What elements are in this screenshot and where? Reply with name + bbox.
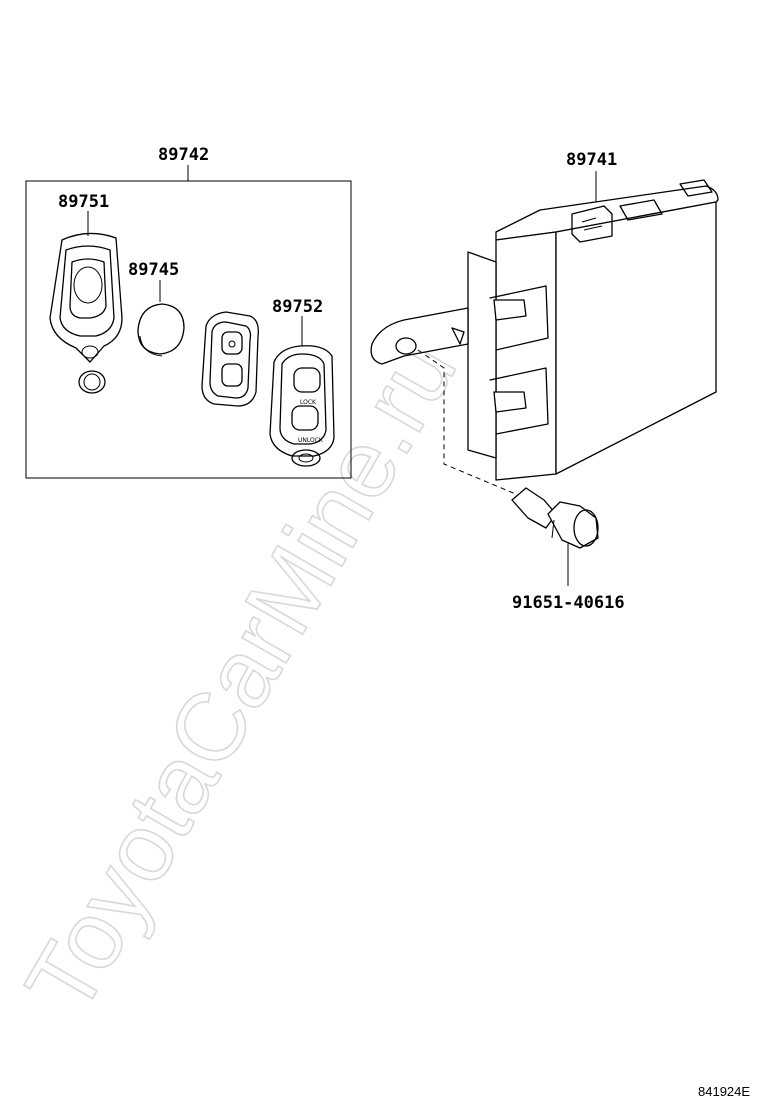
- unlock-button-text: UNLOCK: [298, 437, 324, 444]
- label-transmitter[interactable]: 89752: [272, 297, 323, 317]
- button-pad-icon: [201, 311, 259, 407]
- assembly-guide-line: [417, 349, 531, 501]
- transmitter-icon: LOCK UNLOCK: [269, 345, 335, 467]
- label-case[interactable]: 89751: [58, 192, 109, 212]
- key-case-icon: [49, 232, 123, 363]
- label-battery[interactable]: 89745: [128, 260, 179, 280]
- bolt-icon: [511, 487, 599, 549]
- diagram-code: 841924E: [698, 1084, 750, 1099]
- battery-icon: [137, 303, 185, 357]
- label-bolt[interactable]: 91651-40616: [512, 593, 625, 613]
- key-ring-icon: [78, 370, 106, 394]
- label-receiver[interactable]: 89741: [566, 150, 617, 170]
- lock-button-text: LOCK: [300, 399, 317, 406]
- watermark: ToyotaCarMine.ru: [6, 321, 477, 1031]
- receiver-unit-icon: [370, 179, 719, 481]
- label-kit[interactable]: 89742: [158, 145, 209, 165]
